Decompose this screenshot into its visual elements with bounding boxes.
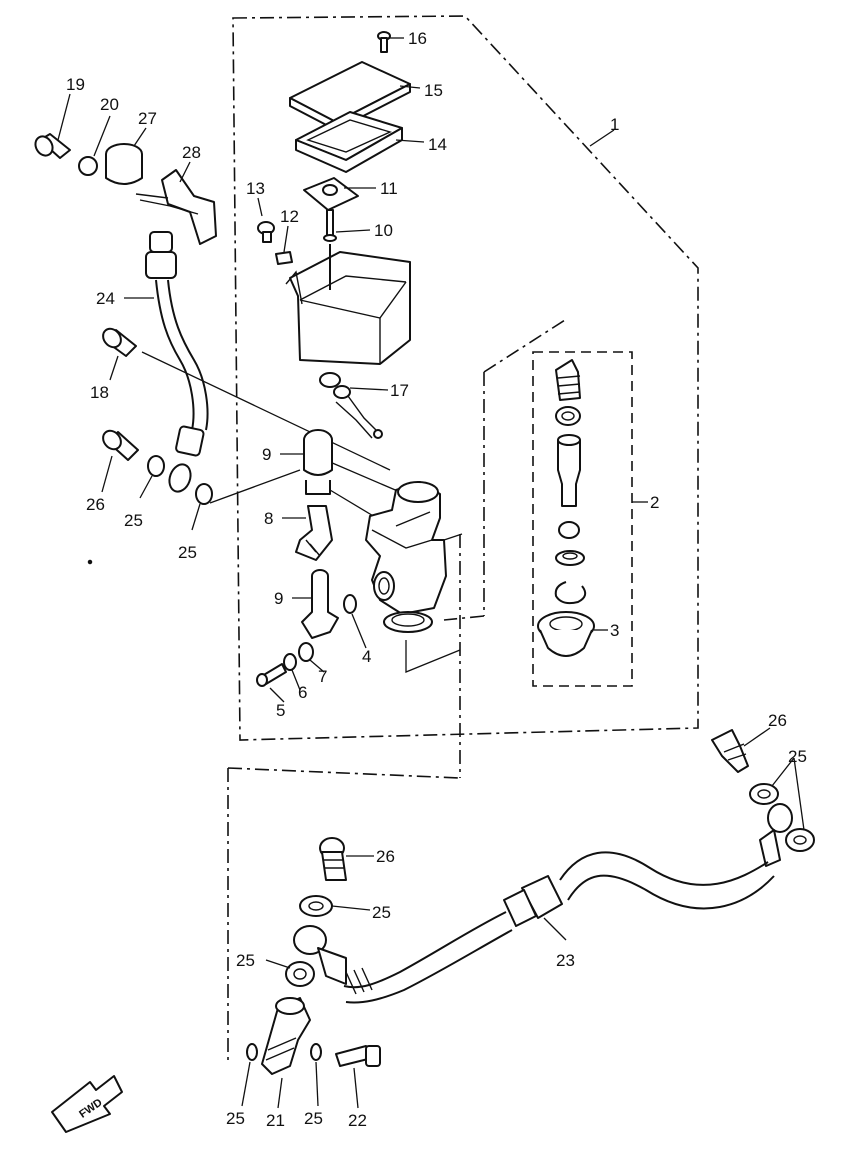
callout-7: 7 <box>318 667 327 686</box>
banjo-lower <box>293 925 347 985</box>
brake-hose-24 <box>145 231 209 493</box>
washer-25-lower-a <box>299 895 333 917</box>
callout-24: 24 <box>96 289 115 308</box>
callout-26-left: 26 <box>86 495 105 514</box>
callout-15: 15 <box>424 81 443 100</box>
assembly-1-boundary <box>232 15 699 741</box>
callout-12: 12 <box>280 207 299 226</box>
callout-10: 10 <box>374 221 393 240</box>
callout-26-lower: 26 <box>376 847 395 866</box>
callout-16: 16 <box>408 29 427 48</box>
o-ring-4 <box>343 594 357 614</box>
washer-25-bottom-b <box>310 1043 322 1061</box>
bolt-19 <box>34 133 71 159</box>
callout-26-upper-right: 26 <box>768 711 787 730</box>
reservoir-tank <box>285 244 411 365</box>
callout-28: 28 <box>182 143 201 162</box>
callout-20: 20 <box>100 95 119 114</box>
bracket-28 <box>135 169 217 245</box>
callout-13: 13 <box>246 179 265 198</box>
brake-hose-23 <box>343 851 775 1004</box>
guide-line-washer-25 <box>209 469 301 504</box>
callout-4: 4 <box>362 647 371 666</box>
callout-18: 18 <box>90 383 109 402</box>
guide-line-outlet <box>405 533 463 673</box>
callout-14: 14 <box>428 135 447 154</box>
washer-7 <box>298 642 314 662</box>
bolt-26-left <box>102 429 139 461</box>
hose-joint-9-upper <box>303 429 333 495</box>
callout-25-lower-b: 25 <box>236 951 255 970</box>
callout-25-bottom-a: 25 <box>226 1109 245 1128</box>
callout-25-lower-a: 25 <box>372 903 391 922</box>
callout-21: 21 <box>266 1111 285 1130</box>
callout-27: 27 <box>138 109 157 128</box>
callout-22: 22 <box>348 1111 367 1130</box>
assembly-2-guide <box>443 319 566 621</box>
callout-11: 11 <box>380 179 398 198</box>
screw-13 <box>257 221 275 243</box>
washer-20 <box>78 156 98 176</box>
callout-2: 2 <box>650 493 659 512</box>
assembly-2-boundary <box>532 351 633 687</box>
callout-19: 19 <box>66 75 85 94</box>
screw-16 <box>377 31 391 53</box>
washer-25-left-b <box>195 483 213 505</box>
washer-25-lower-b <box>285 961 315 987</box>
callout-23: 23 <box>556 951 575 970</box>
bolt-26-upper-right <box>711 729 749 773</box>
float-plate-11 <box>303 177 359 211</box>
banjo-right <box>759 803 793 867</box>
hose-joint-9-lower <box>301 569 339 639</box>
diaphragm-14 <box>295 111 403 173</box>
washer-25-right-a <box>749 783 779 805</box>
switch-17 <box>319 372 383 439</box>
cap-27 <box>105 143 143 185</box>
callout-8: 8 <box>264 509 273 528</box>
washer-25-left-a <box>147 455 165 477</box>
callout-5: 5 <box>276 701 285 720</box>
piston-kit-2 <box>537 359 595 657</box>
guide-line-bolt-18 <box>141 351 391 471</box>
lower-hose-boundary <box>227 534 461 1060</box>
callout-1: 1 <box>610 115 619 134</box>
cylinder-body <box>365 481 447 633</box>
callout-9-upper: 9 <box>262 445 271 464</box>
callout-6: 6 <box>298 683 307 702</box>
callout-25-left-b: 25 <box>178 543 197 562</box>
washer-12 <box>275 251 293 265</box>
callout-9-lower: 9 <box>274 589 283 608</box>
bolt-26-lower <box>319 837 347 881</box>
washer-25-bottom-a <box>246 1043 258 1061</box>
callout-3: 3 <box>610 621 619 640</box>
washer-6 <box>283 653 297 671</box>
bolt-22 <box>335 1045 381 1067</box>
leader-lines <box>57 37 805 1109</box>
speck <box>87 559 93 565</box>
callout-25-right: 25 <box>788 747 807 766</box>
washer-25-right-b <box>785 828 815 852</box>
forward-arrow-icon: FWD <box>51 1075 123 1133</box>
bolt-18 <box>102 327 137 357</box>
union-21 <box>261 997 311 1075</box>
callout-25-left-a: 25 <box>124 511 143 530</box>
hose-8 <box>295 505 333 561</box>
screw-5 <box>256 663 287 687</box>
callout-25-bottom-b: 25 <box>304 1109 323 1128</box>
float-pin-10 <box>323 209 337 242</box>
callout-17: 17 <box>390 381 409 400</box>
